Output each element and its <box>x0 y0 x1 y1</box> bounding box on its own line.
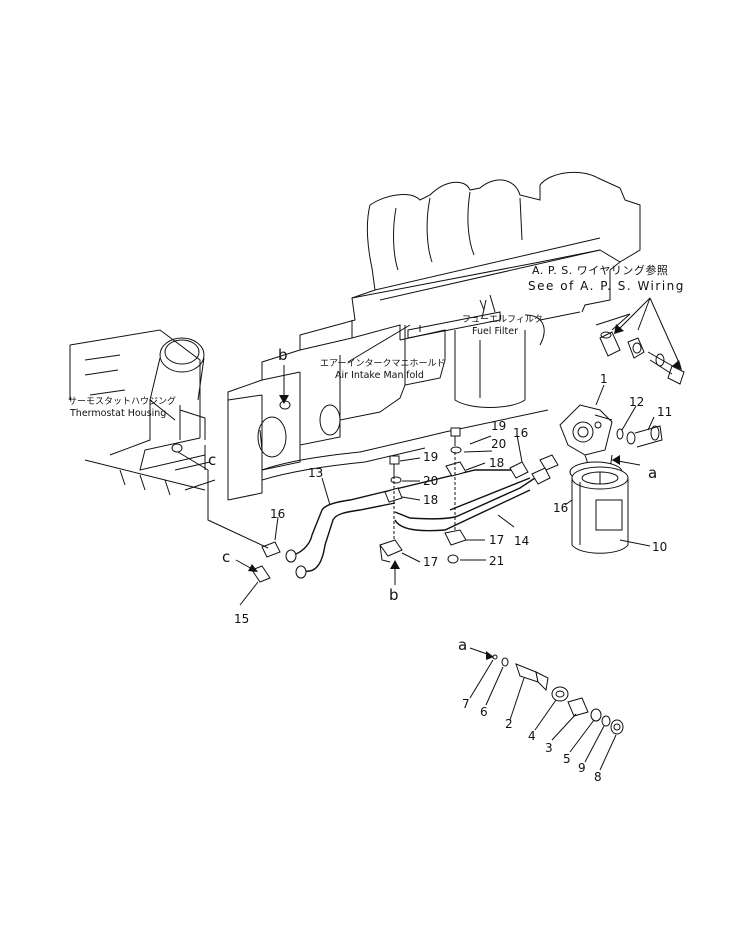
callout-6: 6 <box>480 705 488 719</box>
callout-16-tube: 16 <box>513 426 528 440</box>
arrow-a-bottom <box>469 647 494 660</box>
clamp-18-left <box>384 487 403 503</box>
fuel-filter-jp-label: フューエルフィルタ <box>462 314 543 325</box>
air-intake-en-label: Air Intake Manifold <box>335 370 424 381</box>
callout-13: 13 <box>308 466 323 480</box>
leader-lines <box>179 299 655 771</box>
washer-20-left <box>390 476 402 484</box>
arrow-a-top <box>611 455 641 466</box>
callout-16-left: 16 <box>270 507 285 521</box>
arrow-b-top <box>279 365 289 404</box>
arrow-b-bottom <box>390 560 400 585</box>
aps-wiring-parts <box>595 297 685 385</box>
callout-19-left: 19 <box>423 450 438 464</box>
callout-15: 15 <box>234 612 249 626</box>
callout-3: 3 <box>545 741 553 755</box>
callout-4: 4 <box>528 729 536 743</box>
aps-wiring-jp-label: A. P. S. ワイヤリング参照 <box>532 263 668 277</box>
thermostat-en-label: Thermostat Housing <box>69 408 166 419</box>
thermostat-housing <box>69 329 216 496</box>
bolt-19-right <box>450 427 461 446</box>
washer-20-right <box>450 446 462 454</box>
callout-16-filter: 16 <box>553 501 568 515</box>
thermostat-jp-label: サーモスタットハウジング <box>68 395 176 407</box>
callout-17-left: 17 <box>423 555 438 569</box>
callout-18-right: 18 <box>489 456 504 470</box>
callout-14: 14 <box>514 534 529 548</box>
ref-c-bottom: c <box>222 548 230 566</box>
callout-20-left: 20 <box>423 474 438 488</box>
callout-18-left: 18 <box>423 493 438 507</box>
ref-b-bottom: b <box>389 586 399 604</box>
ref-a-top: a <box>648 464 657 482</box>
clamp-17-right <box>444 529 467 546</box>
bolt-11 <box>626 425 663 448</box>
filter-head <box>559 404 613 471</box>
callout-8: 8 <box>594 770 602 784</box>
callout-17-right: 17 <box>489 533 504 547</box>
callout-19-right: 19 <box>491 419 506 433</box>
ref-c-top: c <box>208 451 216 469</box>
fitting-16-left <box>261 541 307 579</box>
nut-21 <box>447 554 459 564</box>
aps-wiring-en-label: See of A. P. S. Wiring <box>528 279 685 293</box>
sensor-stack <box>492 654 624 735</box>
clamp-17-left <box>379 539 403 563</box>
callout-7: 7 <box>462 697 470 711</box>
callout-20-right: 20 <box>491 437 506 451</box>
arrow-aps <box>614 297 682 370</box>
engine-block <box>227 171 641 501</box>
callout-21: 21 <box>489 554 504 568</box>
washer-12 <box>616 428 624 440</box>
callout-10: 10 <box>652 540 667 554</box>
tube-14 <box>394 477 536 532</box>
ref-b-top: b <box>278 346 288 364</box>
tube-13 <box>289 469 520 572</box>
callout-9: 9 <box>578 761 586 775</box>
callout-5: 5 <box>563 752 571 766</box>
tube-c-link <box>177 451 269 549</box>
callout-1: 1 <box>600 372 608 386</box>
callout-2: 2 <box>505 717 513 731</box>
callout-11: 11 <box>657 405 672 419</box>
fuel-filter-en-label: Fuel Filter <box>472 326 518 337</box>
air-intake-jp-label: エアーインタークマニホールド <box>320 358 445 369</box>
clamp-18-right <box>445 461 467 477</box>
bolt-19-left <box>389 455 400 476</box>
fuel-filter-cartridge <box>569 461 629 554</box>
callout-12: 12 <box>629 395 644 409</box>
arrow-c-bottom <box>235 559 258 572</box>
fitting-16-right <box>509 454 559 485</box>
ref-a-bottom: a <box>458 636 467 654</box>
